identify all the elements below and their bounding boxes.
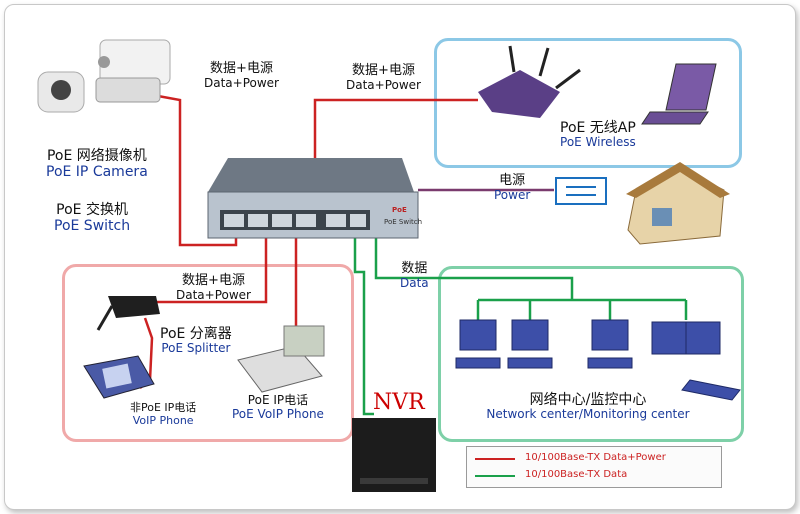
- power-label: 电源 Power: [494, 173, 531, 203]
- legend-swatch-green: [475, 475, 515, 477]
- camera-link-en: Data+Power: [204, 75, 279, 90]
- nvr-label: NVR: [373, 390, 425, 415]
- network-center-group-box: [438, 266, 744, 442]
- splitter-label: PoE 分离器 PoE Splitter: [160, 326, 232, 356]
- bullet-camera-icon: [95, 39, 171, 103]
- computer-icons: [455, 319, 741, 401]
- switch-cn: PoE 交换机: [56, 202, 128, 218]
- ap-link-en: Data+Power: [346, 77, 421, 92]
- laptop-icon: [641, 63, 717, 125]
- data-lines: [353, 232, 688, 416]
- switch-label: PoE 交换机 PoE Switch: [54, 202, 130, 234]
- computer-3-icon: [587, 319, 633, 369]
- poe-phone-cn: PoE IP电话: [247, 393, 309, 407]
- switch-device-sublabel: PoE Switch: [384, 218, 423, 226]
- poe-voip-phone-icon: [237, 325, 325, 393]
- data-link-en: Data: [400, 275, 429, 290]
- power-en: Power: [494, 187, 531, 202]
- computer-2-icon: [507, 319, 553, 369]
- splitter-link-cn: 数据+电源: [182, 273, 245, 288]
- data-link-label: 数据 Data: [400, 261, 429, 291]
- wireless-cn: PoE 无线AP: [560, 120, 636, 136]
- ap-link-cn: 数据+电源: [352, 63, 415, 78]
- splitter-cn: PoE 分离器: [160, 326, 232, 342]
- splitter-link-line: [156, 232, 268, 304]
- camera-link-label: 数据+电源 Data+Power: [204, 61, 279, 91]
- legend: 10/100Base-TX Data+Power 10/100Base-TX D…: [466, 446, 722, 488]
- power-cn: 电源: [499, 173, 526, 188]
- voip-phone-icon: [83, 355, 155, 399]
- switch-device-label: PoE: [392, 206, 407, 214]
- poe-switch-device: [207, 158, 419, 239]
- splitter-device-icon: [96, 296, 160, 331]
- camera-link-line: [157, 94, 238, 247]
- nonpoe-phone-en: VoIP Phone: [132, 413, 194, 427]
- splitter-en: PoE Splitter: [161, 341, 231, 356]
- wireless-group-box: [434, 38, 742, 168]
- wireless-en: PoE Wireless: [560, 135, 636, 150]
- wireless-label: PoE 无线AP PoE Wireless: [560, 120, 636, 150]
- nvr-device-icon: [352, 418, 436, 492]
- splitter-link-label: 数据+电源 Data+Power: [176, 273, 251, 303]
- camera-link-cn: 数据+电源: [210, 61, 273, 76]
- router-icon: [478, 45, 581, 118]
- ap-link-label: 数据+电源 Data+Power: [346, 63, 421, 93]
- dome-camera-icon: [37, 71, 85, 113]
- poe-phone-label: PoE IP电话 PoE VoIP Phone: [232, 393, 324, 422]
- splitter-group-box: [62, 264, 354, 442]
- monitoring-station-icon: [651, 321, 741, 401]
- legend-label-data: 10/100Base-TX Data: [525, 469, 628, 480]
- camera-en: PoE IP Camera: [46, 164, 148, 181]
- power-outlet-icon: [555, 177, 607, 205]
- poe-phone-en: PoE VoIP Phone: [232, 406, 324, 421]
- network-center-en: Network center/Monitoring center: [486, 407, 690, 422]
- camera-label: PoE 网络摄像机 PoE IP Camera: [46, 148, 148, 180]
- nonpoe-phone-cn: 非PoE IP电话: [130, 401, 197, 414]
- nonpoe-phone-label: 非PoE IP电话 VoIP Phone: [130, 401, 197, 427]
- computer-1-icon: [455, 319, 501, 369]
- network-center-label: 网络中心/监控中心 Network center/Monitoring cent…: [478, 392, 698, 422]
- data-link-cn: 数据: [401, 261, 428, 276]
- network-link-trunk: [374, 232, 574, 300]
- switch-en: PoE Switch: [54, 218, 131, 235]
- legend-swatch-red: [475, 458, 515, 460]
- network-center-cn: 网络中心/监控中心: [529, 392, 647, 408]
- house-icon: [626, 162, 730, 245]
- camera-cn: PoE 网络摄像机: [46, 148, 147, 164]
- nvr-link-line: [353, 232, 374, 416]
- legend-label-data-power: 10/100Base-TX Data+Power: [525, 452, 666, 463]
- splitter-link-en: Data+Power: [176, 287, 251, 302]
